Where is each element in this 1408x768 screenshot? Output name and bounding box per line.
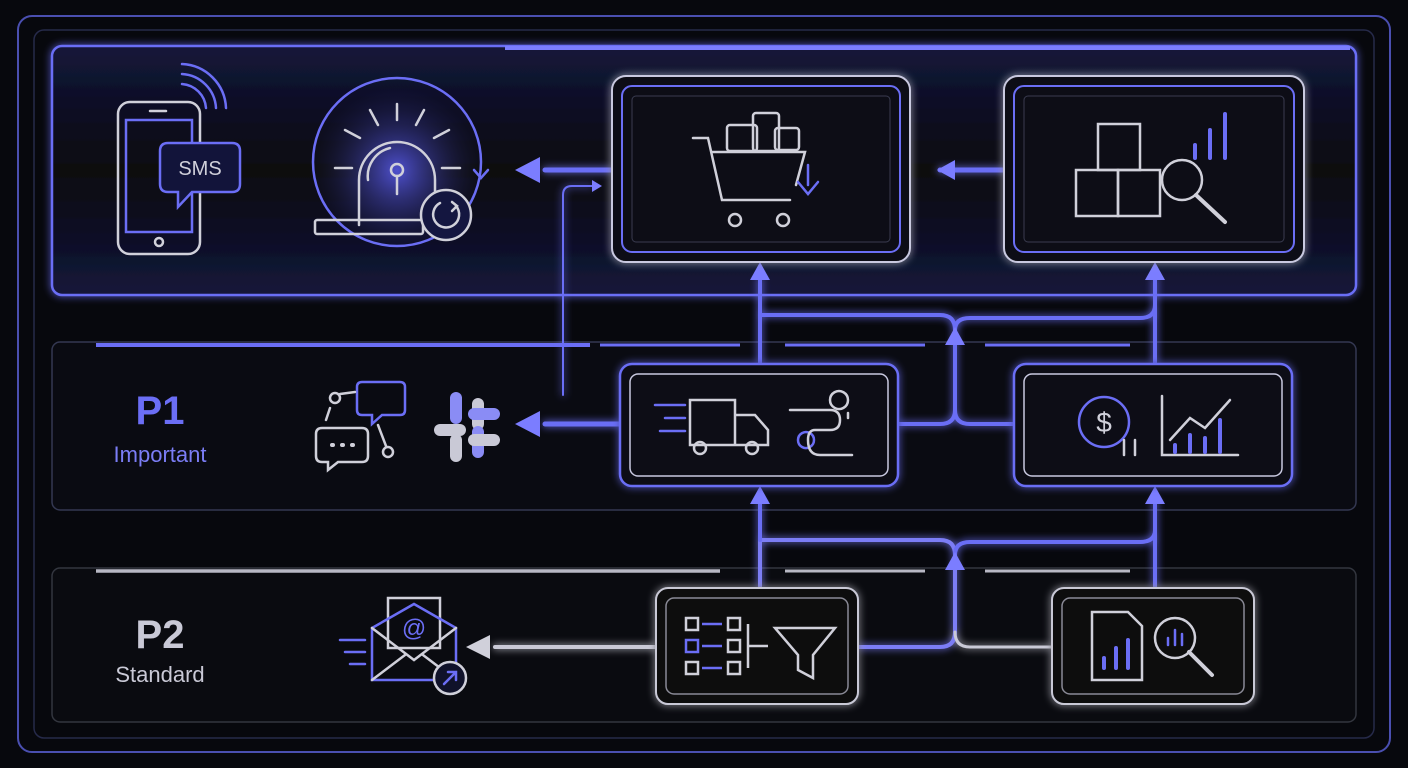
- arrow-left-icon: [937, 160, 955, 180]
- email-forward-icon: @: [338, 596, 468, 696]
- svg-text:@: @: [402, 615, 426, 642]
- arrowheads: [466, 157, 1165, 659]
- tier-p1-title: P1: [136, 389, 185, 433]
- outer-frame: [17, 15, 1391, 753]
- arrow-left-icon: [466, 635, 490, 659]
- inner-frame: [33, 29, 1375, 739]
- arrow-up-icon: [750, 486, 770, 504]
- cart-download-icon: [691, 111, 820, 228]
- svg-text:$: $: [1096, 407, 1112, 438]
- arrow-up-icon: [945, 552, 965, 570]
- node-card-workflow[interactable]: [655, 587, 859, 705]
- finance-trend-icon: $: [1077, 394, 1240, 457]
- node-card-report[interactable]: [1051, 587, 1255, 705]
- chat-network-icon: [314, 380, 407, 473]
- arrow-up-icon: [945, 327, 965, 345]
- slack-icon: [434, 392, 500, 462]
- node-card-delivery[interactable]: [618, 362, 900, 488]
- tier-p2-subtitle: Standard: [115, 662, 204, 687]
- sms-label: SMS: [178, 158, 221, 180]
- report-search-icon: [1090, 610, 1214, 682]
- arrow-right-icon: [592, 180, 602, 192]
- delivery-route-icon: [653, 389, 854, 457]
- arrow-left-icon: [515, 411, 540, 437]
- node-card-finance[interactable]: $: [1012, 362, 1294, 488]
- siren-escalation-icon: [311, 76, 490, 248]
- node-card-cart[interactable]: [611, 75, 911, 263]
- arrow-left-icon: [515, 157, 540, 183]
- arrow-up-icon: [1145, 262, 1165, 280]
- sms-phone-icon: SMS: [116, 62, 242, 256]
- arrow-up-icon: [750, 262, 770, 280]
- inventory-search-icon: [1074, 112, 1227, 224]
- tier-p2-title: P2: [136, 613, 185, 657]
- tier-p1-subtitle: Important: [114, 442, 207, 467]
- node-card-inventory[interactable]: [1003, 75, 1305, 263]
- workflow-filter-icon: [684, 616, 838, 681]
- arrow-up-icon: [1145, 486, 1165, 504]
